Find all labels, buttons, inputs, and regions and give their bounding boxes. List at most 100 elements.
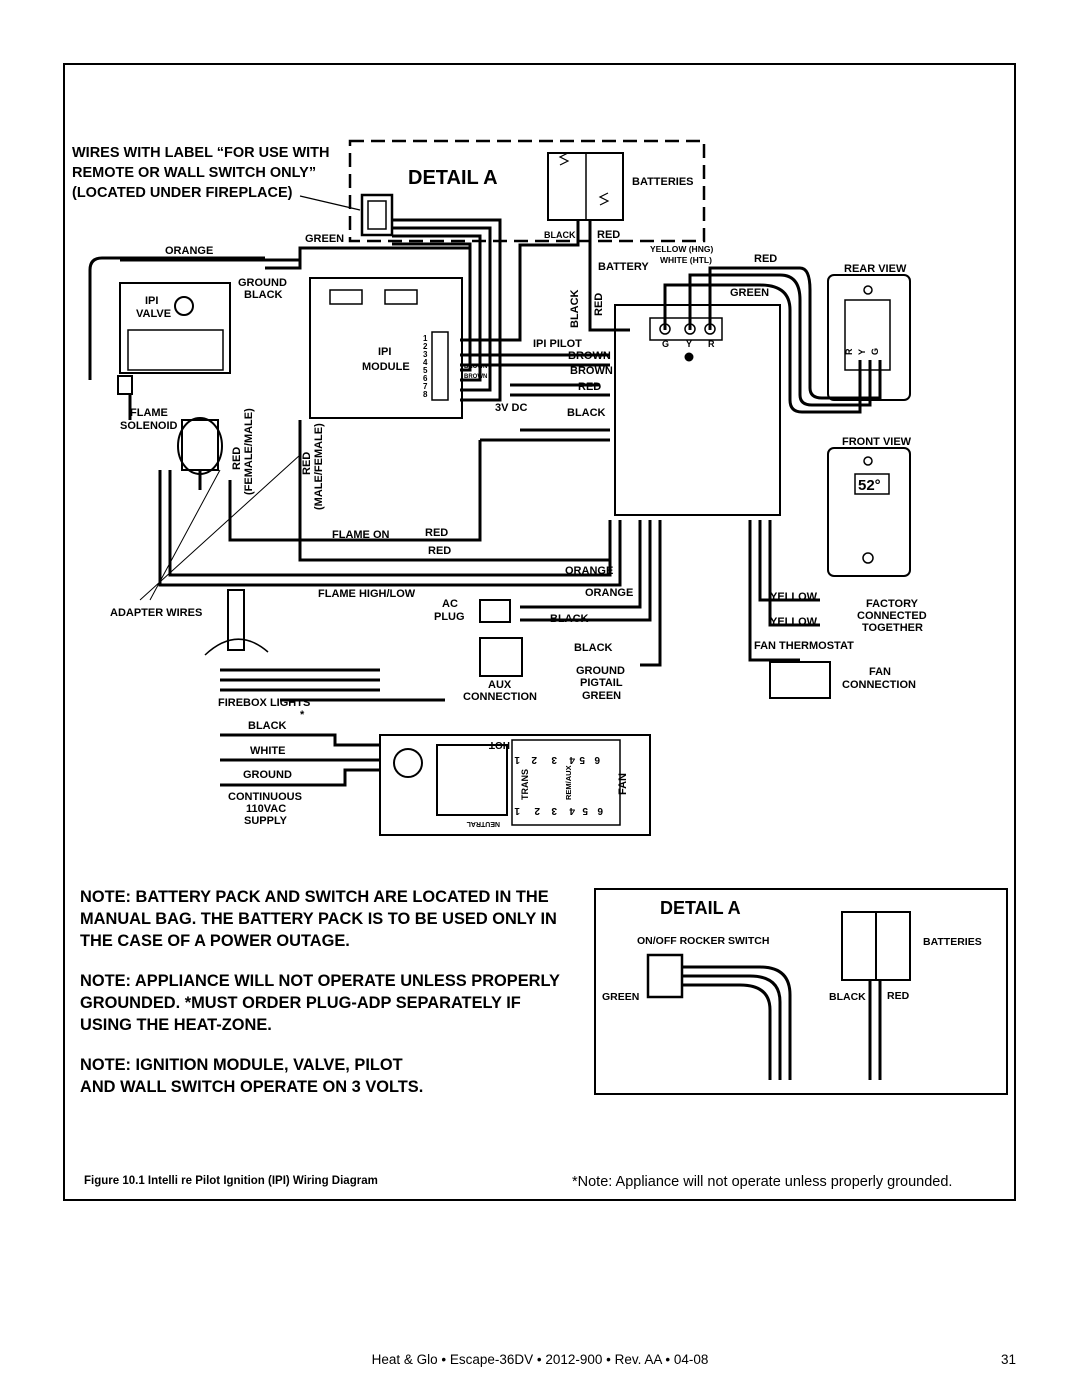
ipi-module-label1: IPI <box>378 346 391 358</box>
bot-num-6: 6 <box>597 805 603 816</box>
pin-1: 1 <box>423 334 428 343</box>
flame-label: FLAME <box>130 407 168 419</box>
orange-1: ORANGE <box>565 565 613 577</box>
valve-label: VALVE <box>136 308 171 320</box>
detail-batteries-label: BATTERIES <box>923 936 982 948</box>
rocker-switch-top <box>360 193 394 237</box>
supply-continuous: CONTINUOUS <box>228 791 302 803</box>
terminal-r: R <box>708 339 715 349</box>
note-grounded: NOTE: APPLIANCE WILL NOT OPERATE UNLESS … <box>80 972 560 1034</box>
detail-black-label: BLACK <box>829 991 866 1003</box>
detail-a-title: DETAIL A <box>660 898 741 918</box>
thermostat-display: 52° <box>858 477 881 494</box>
front-view-label: FRONT VIEW <box>842 436 912 448</box>
supply-black: BLACK <box>248 720 287 732</box>
figure-frame <box>63 63 1016 1201</box>
rocker-switch-label: ON/OFF ROCKER SWITCH <box>637 935 769 947</box>
rear-r: R <box>844 348 854 355</box>
white-htl: WHITE (HTL) <box>660 255 712 265</box>
firebox-light <box>227 589 245 651</box>
fan-label: FAN <box>869 666 891 678</box>
pin-2: 2 <box>423 342 428 351</box>
ipi-pilot-label: IPI PILOT <box>533 338 582 350</box>
aux-connection-label: CONNECTION <box>463 691 537 703</box>
page-footer: Heat & Glo • Escape-36DV • 2012-900 • Re… <box>371 1352 709 1367</box>
flame-on-label: FLAME ON <box>332 529 389 541</box>
junction-box <box>379 734 651 836</box>
wires-label-line1: WIRES WITH LABEL “FOR USE WITH <box>72 145 330 161</box>
pin-3: 3 <box>423 350 428 359</box>
fan-thermostat-label: FAN THERMOSTAT <box>754 640 854 652</box>
3v-dc-label: 3V DC <box>495 402 527 414</box>
pin-7: 7 <box>423 382 428 391</box>
thermostat-front-view <box>827 447 911 577</box>
rem-aux-label: REM/AUX <box>564 765 573 800</box>
solenoid-label: SOLENOID <box>120 420 178 432</box>
terminal-y: Y <box>686 339 692 349</box>
green-label: GREEN <box>305 233 344 245</box>
brown-2: BROWN <box>570 365 613 377</box>
red-top: RED <box>754 253 777 265</box>
top-num-2: 2 <box>531 754 537 765</box>
pin-4: 4 <box>423 358 428 367</box>
pigtail-label: PIGTAIL <box>580 677 623 689</box>
green-pigtail: GREEN <box>582 690 621 702</box>
ac-plug <box>479 599 511 623</box>
control-box <box>614 304 781 516</box>
hot-label: HOT <box>489 739 510 750</box>
top-num-6: 6 <box>594 754 600 765</box>
aux-label: AUX <box>488 679 512 691</box>
adapter-wires-label: ADAPTER WIRES <box>110 607 202 619</box>
figure-caption: Figure 10.1 Intelli re Pilot Ignition (I… <box>84 1175 378 1187</box>
rear-view-label: REAR VIEW <box>844 263 907 275</box>
supply-label: SUPPLY <box>244 815 288 827</box>
together-label: TOGETHER <box>862 622 923 634</box>
wires-label-line2: REMOTE OR WALL SWITCH ONLY” <box>72 165 316 181</box>
yellow-hng: YELLOW (HNG) <box>650 244 713 254</box>
top-num-5: 5 <box>579 754 585 765</box>
notes-block: NOTE: BATTERY PACK AND SWITCH ARE LOCATE… <box>80 886 590 1116</box>
ac-label: AC <box>442 598 458 610</box>
brown-small-1: BROWN <box>464 364 487 370</box>
orange-label: ORANGE <box>165 245 213 257</box>
grounding-note: *Note: Appliance will not operate unless… <box>572 1174 953 1190</box>
black-2: BLACK <box>550 613 589 625</box>
top-num-1: 1 <box>514 754 520 765</box>
yellow-1: YELLOW <box>770 591 818 603</box>
firebox-lights-label: FIREBOX LIGHTS <box>218 697 310 709</box>
pin-8: 8 <box>423 390 428 399</box>
pin-6: 6 <box>423 374 428 383</box>
male-female-label: (MALE/FEMALE) <box>313 423 325 510</box>
black-control: BLACK <box>567 407 606 419</box>
bot-num-2: 2 <box>534 805 540 816</box>
bot-num-1: 1 <box>514 805 520 816</box>
ground-label: GROUND <box>238 277 287 289</box>
detail-a-box <box>594 888 1008 1095</box>
aux-connection <box>479 637 523 677</box>
battery-black-vertical: BLACK <box>569 289 581 328</box>
fan-terminal-label: FAN <box>617 773 629 795</box>
ipi-module <box>309 277 463 419</box>
battery-label: BATTERY <box>598 261 649 273</box>
factory-label: FACTORY <box>866 598 919 610</box>
ipi-valve-label: IPI <box>145 295 158 307</box>
ipi-module-label2: MODULE <box>362 361 410 373</box>
red-female-male: RED <box>231 447 243 470</box>
detail-a-dashed-box <box>348 139 706 243</box>
detail-red-label: RED <box>887 990 910 1002</box>
supply-110vac: 110VAC <box>246 803 286 815</box>
thermostat-rear-view <box>827 274 911 401</box>
fan-connection-label: CONNECTION <box>842 679 916 691</box>
connected-label: CONNECTED <box>857 610 927 622</box>
fan-connection <box>769 661 831 699</box>
neutral-label: NEUTRAL <box>466 820 500 827</box>
top-num-3: 3 <box>551 754 557 765</box>
yellow-2: YELLOW <box>770 616 818 628</box>
red-below: RED <box>428 545 451 557</box>
ipi-valve <box>119 282 231 374</box>
ground-pigtail: GROUND <box>576 665 625 677</box>
detail-green-label: GREEN <box>602 991 639 1003</box>
bot-num-3: 3 <box>551 805 557 816</box>
black-3: BLACK <box>574 642 613 654</box>
